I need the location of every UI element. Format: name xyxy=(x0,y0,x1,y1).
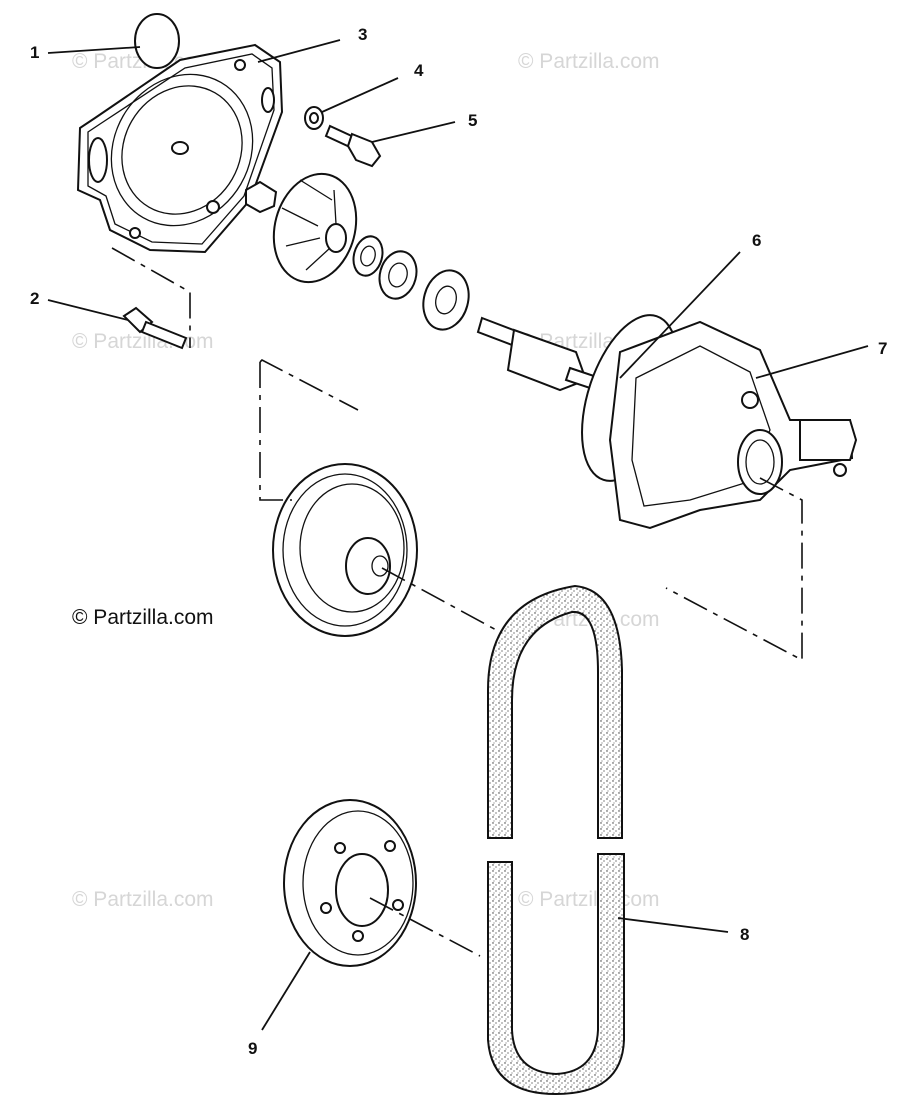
watermark: © Partzilla.com xyxy=(518,50,660,73)
callout-8: 8 xyxy=(740,925,749,944)
callout-1: 1 xyxy=(30,43,39,62)
callout-6: 6 xyxy=(752,231,761,250)
part-impeller-assembly xyxy=(245,172,470,331)
part-drive-pulley xyxy=(272,463,418,637)
callout-4: 4 xyxy=(414,61,424,80)
part-pump-cover xyxy=(76,43,284,254)
leader-lines xyxy=(47,39,869,1031)
alignment-lines xyxy=(111,247,803,957)
part-pump-housing xyxy=(608,320,858,530)
callout-7: 7 xyxy=(878,339,887,358)
watermark: © Partzilla.com xyxy=(72,888,214,911)
callout-3: 3 xyxy=(358,25,367,44)
part-screw xyxy=(122,306,188,350)
part-shaft xyxy=(476,316,596,392)
callout-2: 2 xyxy=(30,289,39,308)
watermark: © Partzilla.com xyxy=(518,888,660,911)
part-o-ring xyxy=(134,13,180,69)
part-bolt xyxy=(324,124,382,168)
part-drive-belt xyxy=(487,584,625,1096)
part-crank-pulley xyxy=(283,799,417,967)
callout-5: 5 xyxy=(468,111,477,130)
part-washer xyxy=(304,106,324,130)
watermark: © Partzilla.com xyxy=(72,330,214,353)
callout-9: 9 xyxy=(248,1039,257,1058)
copyright-label: © Partzilla.com xyxy=(72,606,214,629)
